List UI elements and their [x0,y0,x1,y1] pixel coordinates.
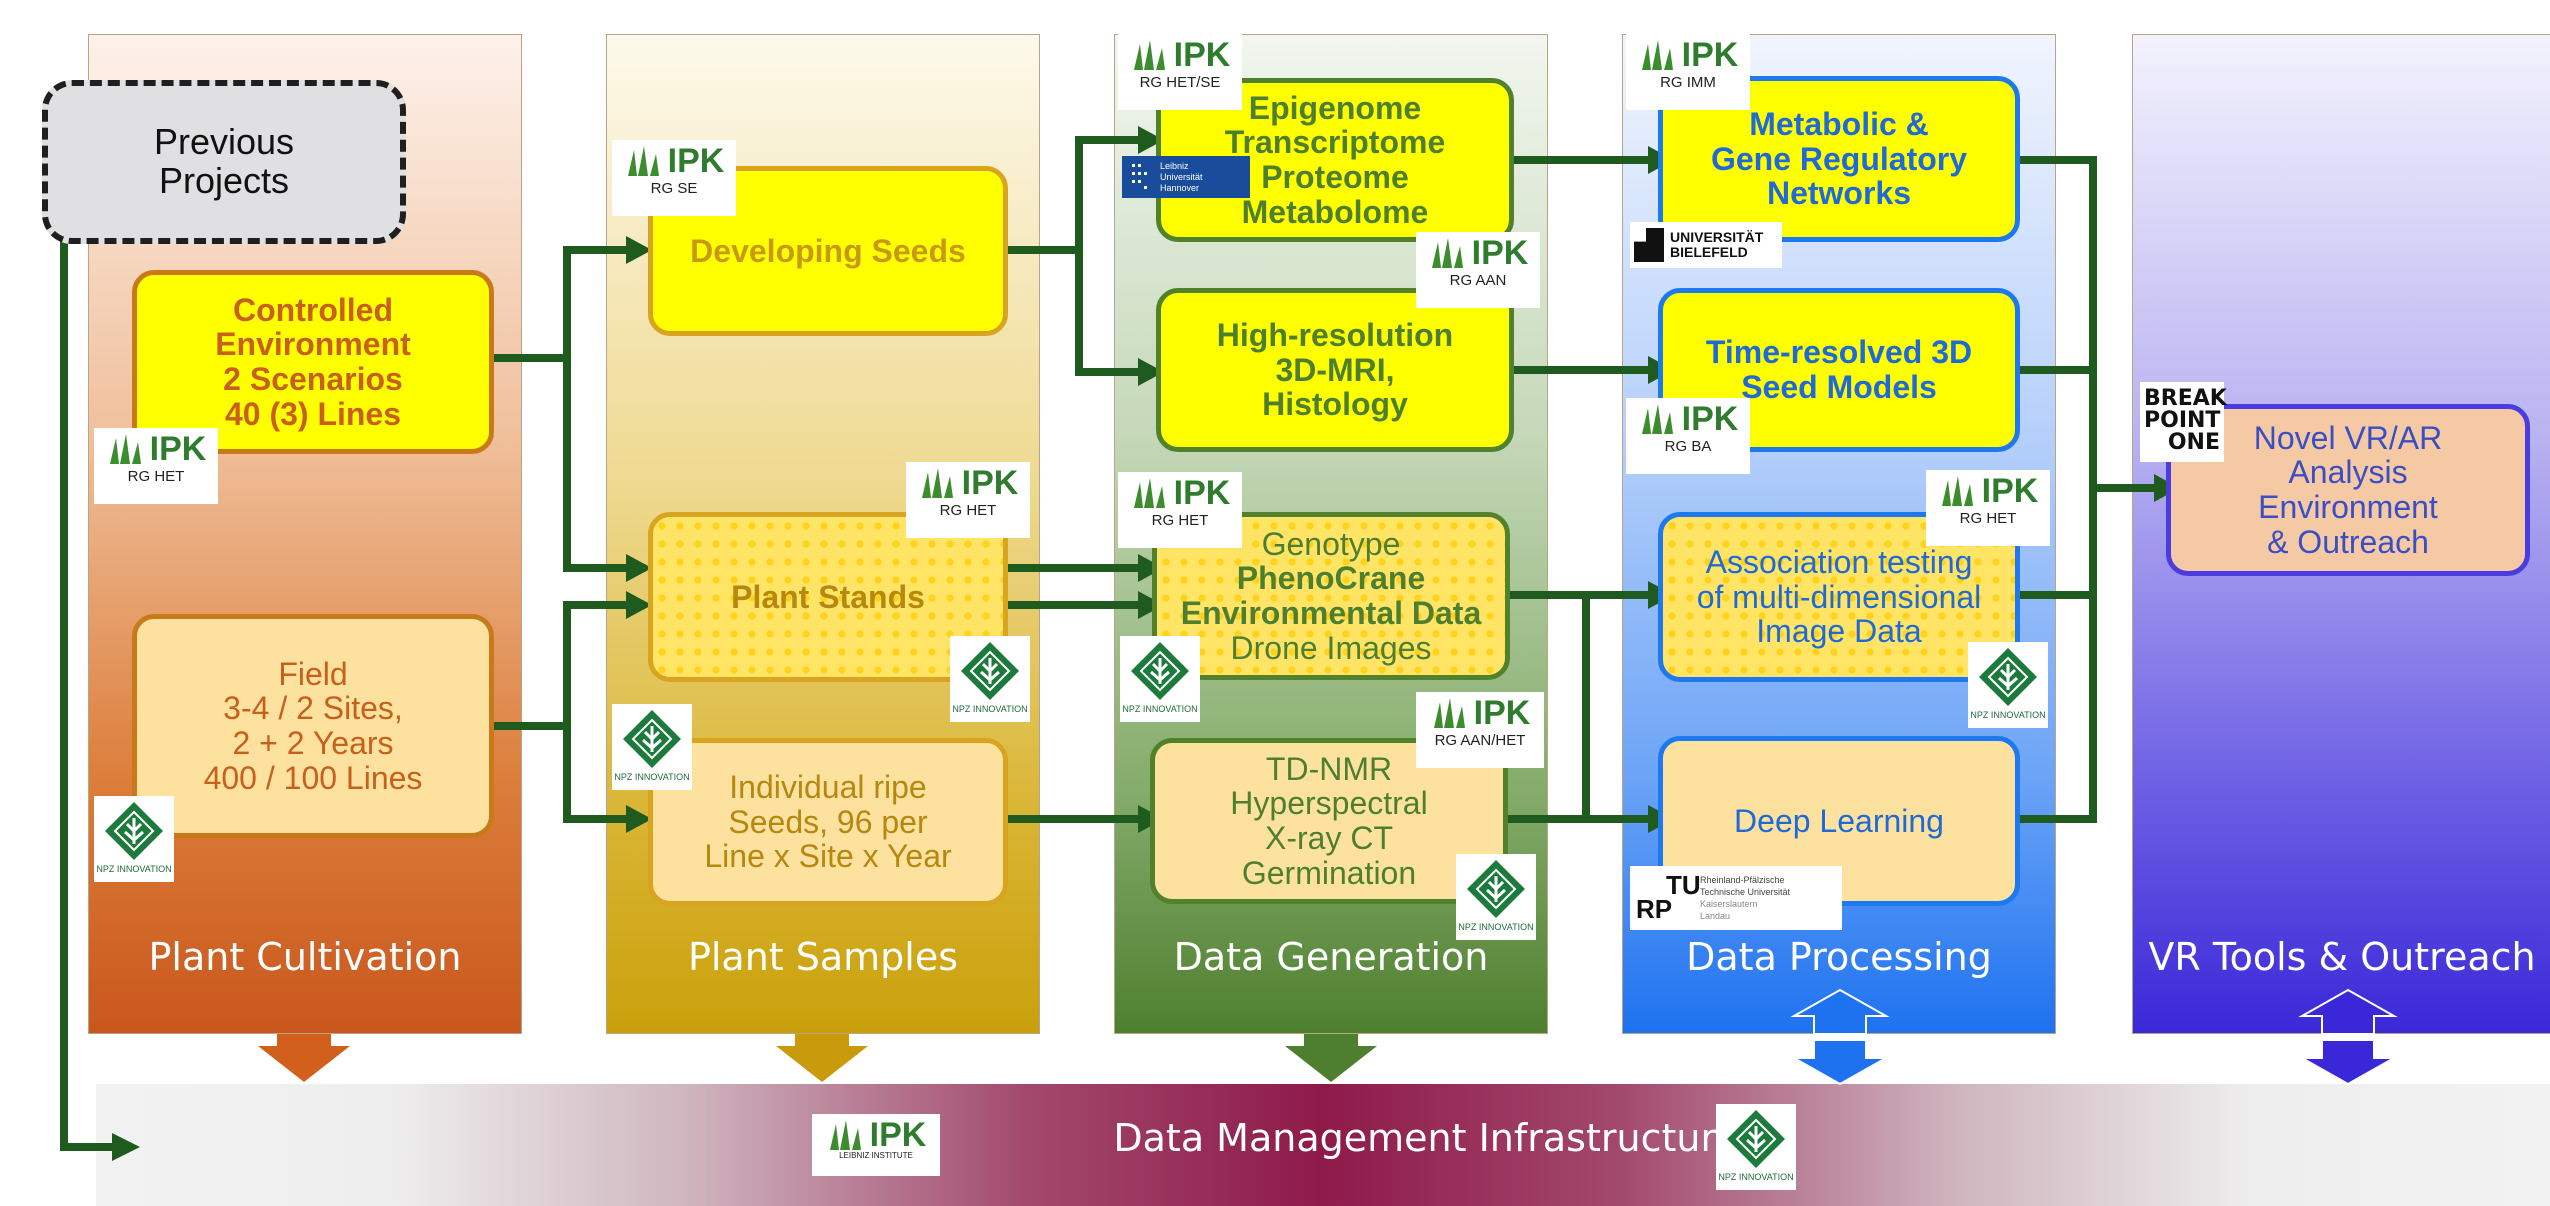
rptu-rp-mark: RP [1636,894,1673,924]
breakpoint-one-logo: BREAK POINT ONE [2140,382,2227,462]
npz-diamond-icon [1979,648,2037,706]
ipk-plant-icon [1941,476,1973,506]
ipk-logo: IPK RG HET [94,428,218,504]
plant-stands-box: Plant Stands [648,512,1008,682]
column-title: Data Generation [1173,935,1489,979]
ipk-plant-icon [1133,40,1165,70]
down-arrow-cultivation [258,1034,350,1082]
ipk-logo: IPK LEIBNIZ INSTITUTE [812,1114,940,1176]
luh-mark-icon [1132,164,1147,189]
ipk-logo: IPK RG IMM [1626,34,1750,110]
npz-logo: NPZ INNOVATION [1456,854,1536,940]
ipk-logo: IPK RG HET [1926,470,2050,546]
ipk-plant-icon [1641,404,1673,434]
npz-logo: NPZ INNOVATION [94,796,174,882]
npz-logo: NPZ INNOVATION [1120,636,1200,722]
npz-logo: NPZ INNOVATION [1968,642,2048,728]
developing-seeds-box: Developing Seeds [648,166,1008,336]
ipk-logo: IPK RG AAN/HET [1416,692,1544,768]
ipk-plant-icon [1133,478,1165,508]
ipk-logo: IPK RG BA [1626,398,1750,474]
ipk-plant-icon [921,468,953,498]
ipk-plant-icon [1431,238,1463,268]
npz-logo: NPZ INNOVATION [1716,1104,1796,1190]
npz-diamond-icon [1727,1110,1785,1168]
ipk-logo: IPK RG SE [612,140,736,216]
npz-diamond-icon [1131,642,1189,700]
ipk-plant-icon [1433,698,1465,728]
column-title: Plant Cultivation [148,935,462,979]
ipk-plant-icon [109,434,141,464]
npz-logo: NPZ INNOVATION [612,704,692,790]
data-management-band: Data Management Infrastructure [96,1084,2550,1206]
ipk-plant-icon [1641,40,1673,70]
ipk-plant-icon [829,1120,861,1150]
npz-logo: NPZ INNOVATION [950,636,1030,722]
npz-diamond-icon [623,710,681,768]
ipk-logo: IPK RG HET/SE [1118,34,1242,110]
bielefeld-mark-icon [1634,228,1664,262]
npz-diamond-icon [1467,860,1525,918]
ipk-logo: IPK RG HET [906,462,1030,538]
dmi-title: Data Management Infrastructure [1113,1116,1739,1160]
ipk-logo: IPK RG AAN [1416,232,1540,308]
down-arrow-generation [1285,1034,1377,1082]
rptu-tu-mark: TU [1666,870,1701,900]
ipk-logo: IPK RG HET [1118,472,1242,548]
npz-diamond-icon [961,642,1019,700]
column-title: Data Processing [1686,935,1992,979]
down-arrow-samples [776,1034,868,1082]
column-title: VR Tools & Outreach [2148,935,2536,979]
column-title: Plant Samples [687,935,959,979]
npz-diamond-icon [105,802,163,860]
ipk-plant-icon [627,146,659,176]
